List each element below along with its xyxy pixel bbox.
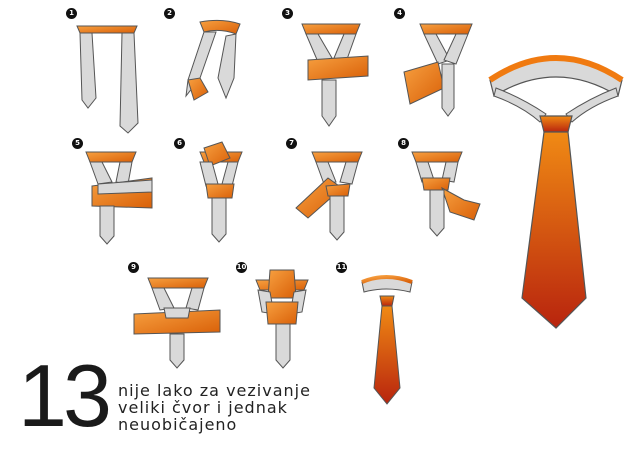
step-number: 5 <box>72 138 83 149</box>
finished-tie-drawing <box>488 55 624 329</box>
step-number: 8 <box>398 138 409 149</box>
step-11-illustration: 11 <box>332 262 422 412</box>
step-10-tie-drawing <box>255 269 309 369</box>
step-11-tie-drawing <box>361 275 413 405</box>
description-line-2: veliki čvor i jednak <box>118 398 288 417</box>
knot-description: nije lako za vezivanje veliki čvor i jed… <box>118 382 311 433</box>
step-6-illustration: 6 <box>170 138 260 248</box>
finished-tie-illustration <box>482 48 632 333</box>
step-10-illustration: 10 <box>232 262 322 372</box>
step-1-illustration: 1 <box>62 8 152 138</box>
step-9-tie-drawing <box>133 277 221 369</box>
step-number: 9 <box>128 262 139 273</box>
step-8-tie-drawing <box>411 151 481 237</box>
step-2-tie-drawing <box>185 19 241 101</box>
description-line-1: nije lako za vezivanje <box>118 381 311 400</box>
step-2-illustration: 2 <box>160 8 250 118</box>
step-5-illustration: 5 <box>68 138 168 248</box>
step-number: 10 <box>236 262 247 273</box>
step-number: 7 <box>286 138 297 149</box>
step-8-illustration: 8 <box>394 138 494 248</box>
step-number: 1 <box>66 8 77 19</box>
step-5-tie-drawing <box>85 151 153 245</box>
step-1-tie-drawing <box>76 25 139 134</box>
step-7-illustration: 7 <box>282 138 382 248</box>
step-number: 11 <box>336 262 347 273</box>
step-7-tie-drawing <box>295 151 363 241</box>
step-3-tie-drawing <box>301 23 369 127</box>
knot-number: 13 <box>18 346 112 445</box>
step-number: 3 <box>282 8 293 19</box>
step-4-tie-drawing <box>403 23 473 117</box>
step-number: 2 <box>164 8 175 19</box>
step-number: 4 <box>394 8 405 19</box>
description-line-3: neuobičajeno <box>118 415 238 434</box>
step-3-illustration: 3 <box>278 8 378 138</box>
step-number: 6 <box>174 138 185 149</box>
step-6-tie-drawing <box>199 141 243 243</box>
step-9-illustration: 9 <box>124 262 224 372</box>
step-4-illustration: 4 <box>390 8 480 128</box>
